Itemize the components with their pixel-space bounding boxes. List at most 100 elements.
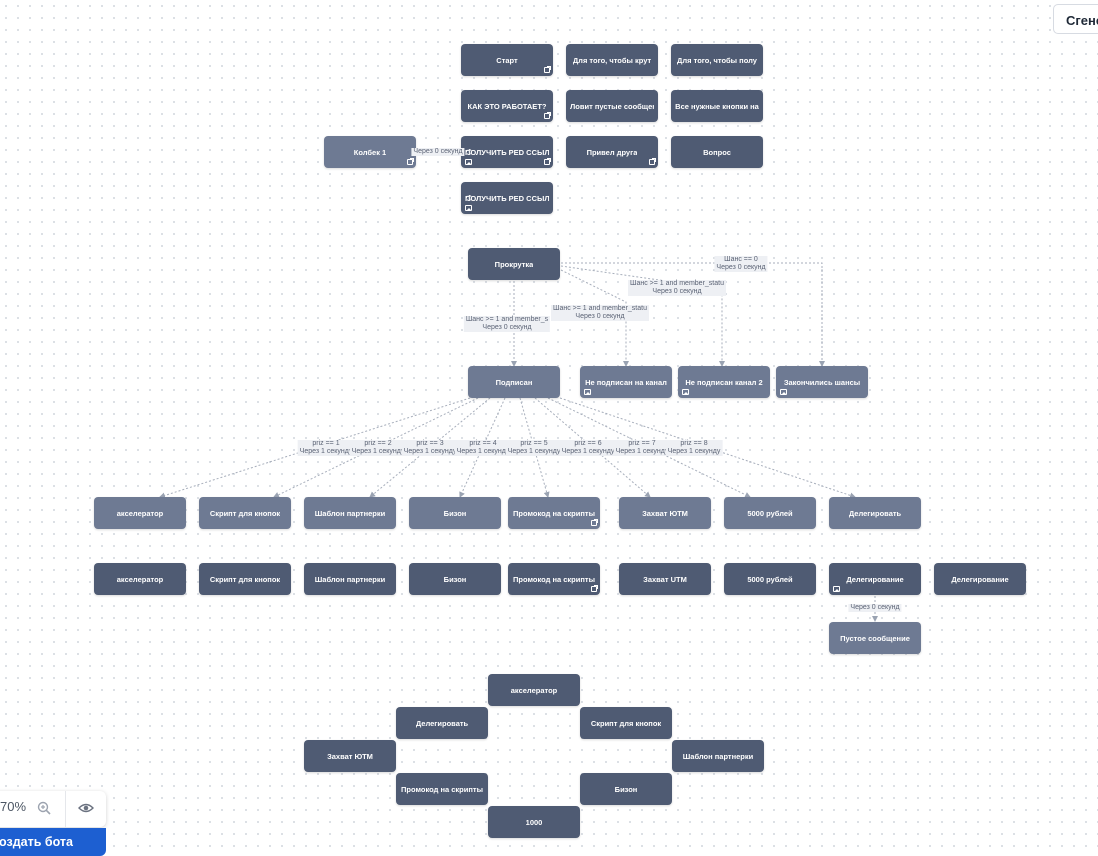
node-c3[interactable]: Скрипт для кнопок [580,707,672,739]
edge-label: priz == 1 Через 1 секунду [297,440,355,456]
node-label: Вопрос [703,147,731,157]
external-link-icon[interactable] [591,519,598,526]
node-pdf1[interactable]: ПОЛУЧИТЬ PED ССЫЛ [461,136,553,168]
node-prokrutka[interactable]: Прокрутка [468,248,560,280]
node-label: Колбек 1 [353,147,387,157]
node-label: Промокод на скрипты [401,784,483,794]
node-r7[interactable]: 5000 рублей [724,497,816,529]
node-c4[interactable]: Захват ЮТМ [304,740,396,772]
create-bot-button[interactable]: Создать бота [0,828,106,856]
node-label: Пустое сообщение [840,633,910,643]
node-label: Скрипт для кнопок [209,508,281,518]
edge-label: priz == 8 Через 1 секунду [665,440,723,456]
node-label: Шаблон партнерки [682,751,754,761]
node-label: 5000 рублей [747,574,793,584]
external-link-icon[interactable] [591,585,598,592]
node-label: Промокод на скрипты [513,574,595,584]
zoom-panel: 70% [0,791,106,827]
zoom-level: 70% [0,799,27,814]
node-s1[interactable]: акселератор [94,563,186,595]
external-link-icon[interactable] [407,158,414,165]
node-r3[interactable]: Шаблон партнерки [304,497,396,529]
node-s2[interactable]: Скрипт для кнопок [199,563,291,595]
node-start[interactable]: Старт [461,44,553,76]
node-label: Делегирование [951,574,1009,584]
node-podpisan[interactable]: Подписан [468,366,560,398]
zoom-in-icon[interactable] [37,801,51,815]
node-r5[interactable]: Промокод на скрипты [508,497,600,529]
node-label: Бизон [443,574,467,584]
node-label: Шаблон партнерки [314,574,386,584]
node-r1[interactable]: акселератор [94,497,186,529]
edge-label: priz == 2 Через 1 секунду [349,440,407,456]
external-link-icon[interactable] [544,66,551,73]
node-label: акселератор [116,574,164,584]
create-bot-label: Создать бота [0,835,73,849]
node-krut[interactable]: Для того, чтобы крут [566,44,658,76]
node-r8[interactable]: Делегировать [829,497,921,529]
node-label: Захват ЮТМ [327,751,373,761]
node-s8[interactable]: Делегирование [829,563,921,595]
node-s5[interactable]: Промокод на скрипты [508,563,600,595]
edge-label: Шанс >= 1 and member_s Через 0 секунд [463,316,551,332]
edge-label: Шанс == 0 Через 0 секунд [714,256,768,272]
node-label: Промокод на скрипты [513,508,595,518]
node-label: 5000 рублей [747,508,793,518]
gear-icon [466,195,472,201]
node-r2[interactable]: Скрипт для кнопок [199,497,291,529]
node-pdf2[interactable]: ПОЛУЧИТЬ PED ССЫЛ [461,182,553,214]
node-c5[interactable]: Шаблон партнерки [672,740,764,772]
node-kolbek[interactable]: Колбек 1 [324,136,416,168]
node-lovit[interactable]: Ловит пустые сообщен [566,90,658,122]
node-vopros[interactable]: Вопрос [671,136,763,168]
image-icon [465,205,472,211]
node-label: Ловит пустые сообщен [570,101,654,111]
node-s9[interactable]: Делегирование [934,563,1026,595]
node-c2[interactable]: Делегировать [396,707,488,739]
node-vse[interactable]: Все нужные кнопки на [671,90,763,122]
node-r6[interactable]: Захват ЮТМ [619,497,711,529]
node-label: Скрипт для кнопок [590,718,662,728]
node-pustoe[interactable]: Пустое сообщение [829,622,921,654]
node-c6[interactable]: Промокод на скрипты [396,773,488,805]
node-label: Не подписан канал 2 [685,377,763,387]
node-label: Бизон [614,784,638,794]
node-c7[interactable]: Бизон [580,773,672,805]
node-zakon[interactable]: Закончились шансы [776,366,868,398]
node-label: Скрипт для кнопок [209,574,281,584]
node-r4[interactable]: Бизон [409,497,501,529]
image-icon [780,389,787,395]
node-label: Шаблон партнерки [314,508,386,518]
node-s3[interactable]: Шаблон партнерки [304,563,396,595]
node-privel[interactable]: Привел друга [566,136,658,168]
node-label: Делегировать [415,718,469,728]
node-ne2[interactable]: Не подписан канал 2 [678,366,770,398]
node-s7[interactable]: 5000 рублей [724,563,816,595]
node-kak[interactable]: КАК ЭТО РАБОТАЕТ? [461,90,553,122]
node-s4[interactable]: Бизон [409,563,501,595]
node-label: Захват ЮТМ [642,508,688,518]
node-s6[interactable]: Захват UTM [619,563,711,595]
image-icon [833,586,840,592]
node-label: Старт [496,55,518,65]
image-icon [682,389,689,395]
edge-label: priz == 5 Через 1 секунду [505,440,563,456]
gear-icon [466,149,472,155]
node-ne1[interactable]: Не подписан на канал [580,366,672,398]
node-c8[interactable]: 1000 [488,806,580,838]
generate-button[interactable]: Сгенерировать [1053,4,1098,34]
external-link-icon[interactable] [649,158,656,165]
eye-icon[interactable] [78,801,94,815]
node-c1[interactable]: акселератор [488,674,580,706]
image-icon [465,159,472,165]
node-label: Закончились шансы [783,377,861,387]
edge-label: Через 0 секунд [411,148,465,156]
external-link-icon[interactable] [544,112,551,119]
edge-label: priz == 4 Через 1 секунду [454,440,512,456]
node-polu[interactable]: Для того, чтобы полу [671,44,763,76]
external-link-icon[interactable] [544,158,551,165]
edge-label: Шанс >= 1 and member_statu Через 0 секун… [551,305,649,321]
node-label: акселератор [510,685,558,695]
node-label: ПОЛУЧИТЬ PED ССЫЛ [465,193,549,203]
